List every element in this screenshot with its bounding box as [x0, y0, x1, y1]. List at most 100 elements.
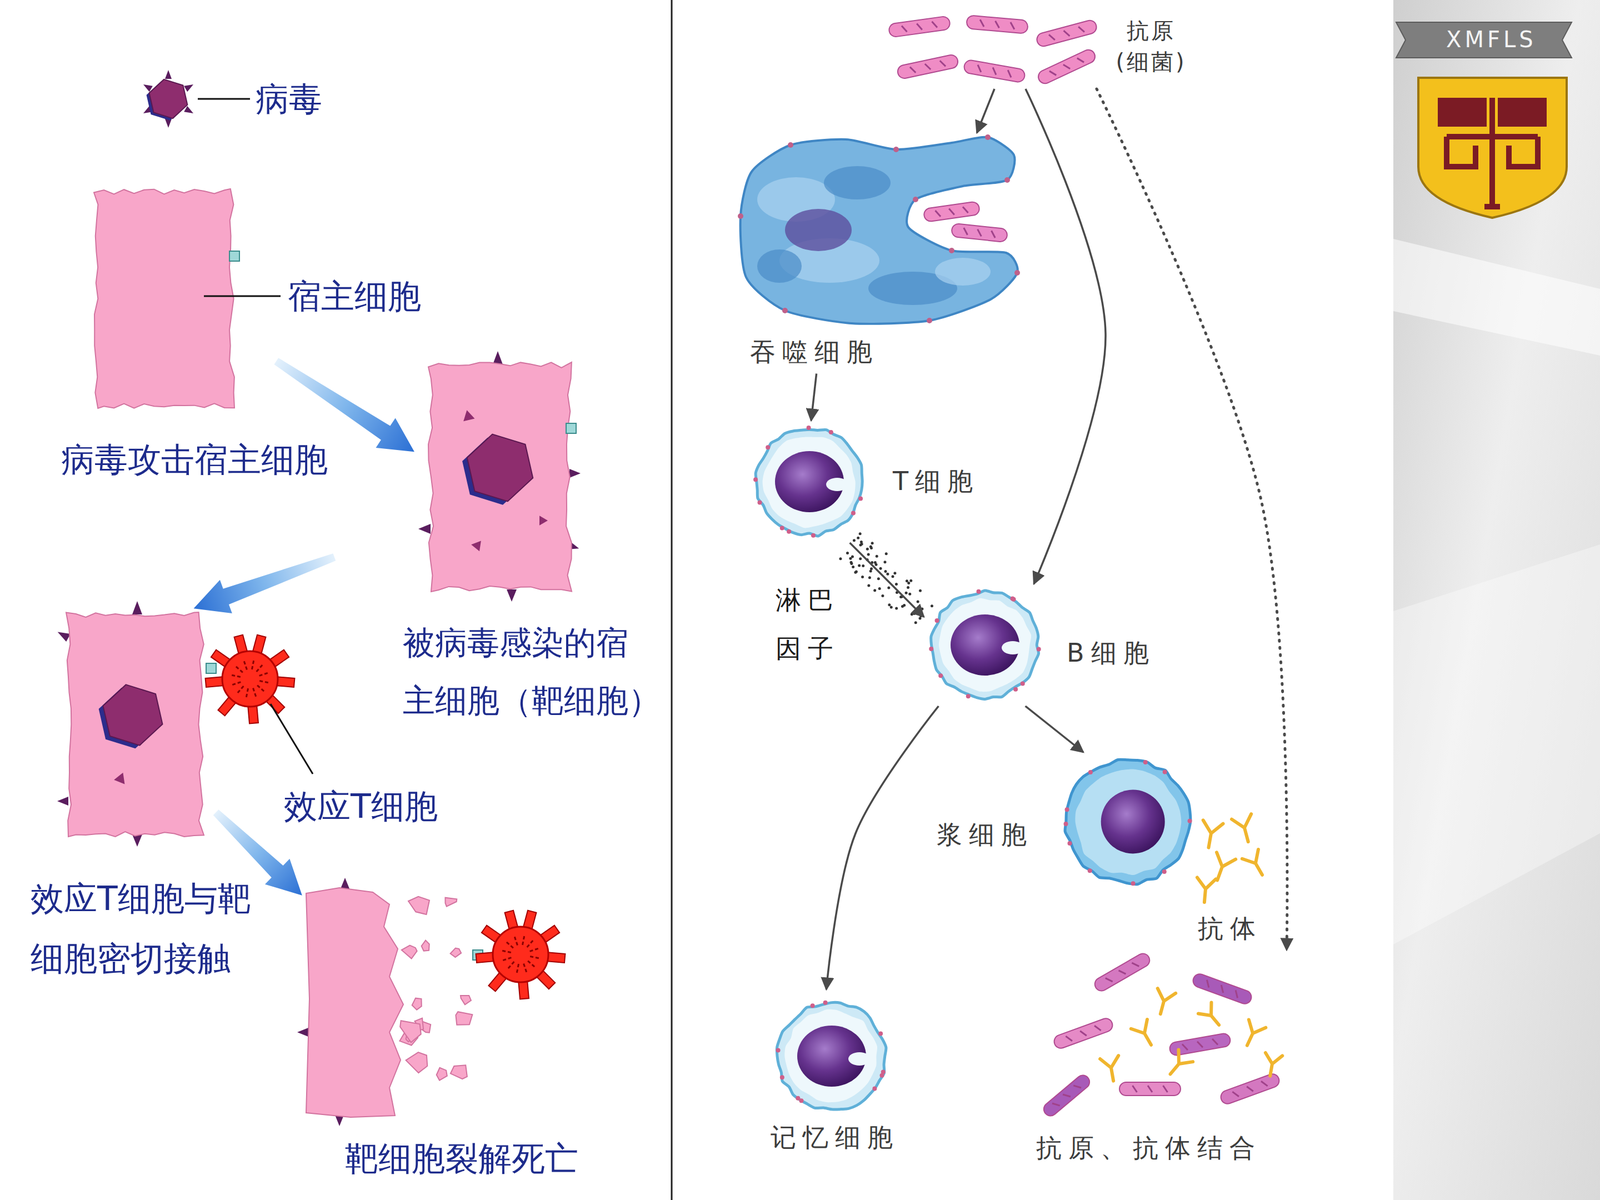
lymphokine-dot — [930, 604, 934, 608]
lymphokine-dot — [916, 600, 920, 603]
stage-label: 效应T细胞与靶 细胞密切接触 — [30, 868, 275, 989]
bacterium-mark — [994, 21, 1000, 29]
lysed-cell: 靶细胞裂解死亡 — [306, 887, 490, 1118]
bacterium — [888, 15, 951, 38]
bacterium-body — [951, 223, 1008, 243]
cytoplasm — [1075, 769, 1182, 876]
lymphokine-dot — [918, 589, 922, 593]
cytoplasm — [784, 1009, 878, 1103]
nucleus-notch — [848, 1052, 871, 1066]
bacterium-mark — [963, 227, 969, 235]
virus-capsid — [149, 79, 188, 119]
surface-dot — [757, 500, 763, 505]
antibody-shape — [1231, 813, 1258, 845]
bacterium-body — [896, 53, 960, 80]
bacterium-mark — [1163, 1085, 1168, 1093]
spike — [57, 796, 69, 806]
cytoplasm-mottle — [757, 249, 802, 283]
antibody-shape — [1195, 877, 1216, 903]
host-cell: 宿主细胞 — [93, 188, 235, 409]
spike — [569, 468, 581, 478]
antibody-shape — [1198, 820, 1224, 849]
surface-dot — [985, 134, 991, 140]
bacterium-mark — [935, 210, 941, 218]
bacterium — [923, 201, 980, 223]
lymphokine-dot — [853, 571, 857, 574]
cell-fragment — [401, 945, 418, 959]
lymphokine-dot — [861, 564, 865, 568]
lymphokine-dot — [870, 567, 873, 570]
t-cell: T细胞 — [748, 420, 871, 543]
t-cell-mark — [251, 658, 254, 670]
bacterium-mark — [1052, 1100, 1060, 1109]
lymphokine-dot — [875, 555, 879, 558]
surface-dot — [1162, 869, 1167, 874]
lymphokine-dot — [857, 563, 861, 567]
lymphokine-dot — [905, 579, 909, 583]
cell-label: 吞噬细胞 — [750, 336, 879, 368]
lymphokine-dot — [868, 576, 872, 579]
antibody-shape — [1207, 852, 1236, 884]
logo-text: XMFLS — [1446, 26, 1537, 53]
logo-shield — [1418, 77, 1567, 218]
t-cell-mark — [522, 933, 525, 945]
bacterium — [1092, 951, 1152, 994]
surface-dot — [912, 196, 919, 203]
bacterium-mark — [1062, 1091, 1071, 1100]
t-cell-mark — [523, 963, 528, 975]
virus-figure — [137, 66, 199, 132]
bacterium-mark — [1246, 1085, 1254, 1093]
cell-membrane — [93, 188, 235, 409]
receptor — [206, 663, 217, 674]
bacterium — [966, 15, 1029, 34]
surface-dot — [1187, 818, 1193, 824]
bacterium — [1036, 47, 1098, 86]
surface-dot — [851, 510, 856, 515]
complex-label: 抗原、抗体结合 — [1036, 1132, 1262, 1164]
virus-label: 病毒 — [255, 78, 323, 119]
surface-dot — [1013, 687, 1018, 692]
spike — [183, 84, 194, 92]
spike — [165, 118, 172, 128]
bacterium-mark — [1147, 1085, 1153, 1093]
lymphokine-dot — [886, 572, 889, 576]
spike — [132, 601, 143, 615]
surface-dot — [823, 1000, 828, 1005]
phagocyte-figure — [729, 132, 1021, 327]
cell-fragment — [450, 948, 462, 958]
bacterium-body — [888, 15, 951, 38]
surface-dot — [858, 496, 863, 502]
antibody — [1198, 820, 1224, 849]
flow-arrow — [1025, 88, 1106, 584]
surface-dot — [928, 646, 934, 652]
lymphokine-dot — [877, 577, 880, 580]
bacterium-mark — [1080, 1029, 1087, 1038]
cell-label: T细胞 — [892, 466, 980, 497]
antibody-shape — [1151, 988, 1177, 1017]
lymphokine-dot — [883, 560, 887, 564]
surface-dot — [806, 425, 812, 430]
cytoplasm-mottle — [935, 257, 991, 286]
bacterium-mark — [1197, 1040, 1203, 1048]
surface-dot — [765, 445, 770, 450]
t-cell-mark — [229, 675, 241, 678]
bacterium-mark — [931, 21, 938, 29]
lymphokine-dot — [907, 581, 910, 585]
antibody-shape — [1100, 1055, 1123, 1083]
cell-fragment — [406, 1052, 428, 1073]
surface-dot — [935, 618, 940, 623]
bacterium-mark — [1078, 25, 1085, 34]
lymphokine-dot — [885, 552, 888, 555]
cell-label: 宿主细胞 — [287, 276, 422, 317]
t-cell-mark — [230, 682, 241, 686]
bacterium-body — [1092, 951, 1152, 994]
cell-label: 被病毒感染的宿 主细胞（靶细胞） — [402, 613, 665, 730]
nucleus-notch — [826, 477, 849, 492]
bacterium-mark — [991, 67, 998, 75]
lymphokine-dot — [920, 607, 924, 610]
spike — [132, 834, 143, 847]
surface-dot — [1065, 807, 1070, 812]
lymphokine-dot — [873, 561, 877, 564]
surface-dot — [926, 317, 933, 324]
lymphokine-dot — [881, 594, 884, 598]
